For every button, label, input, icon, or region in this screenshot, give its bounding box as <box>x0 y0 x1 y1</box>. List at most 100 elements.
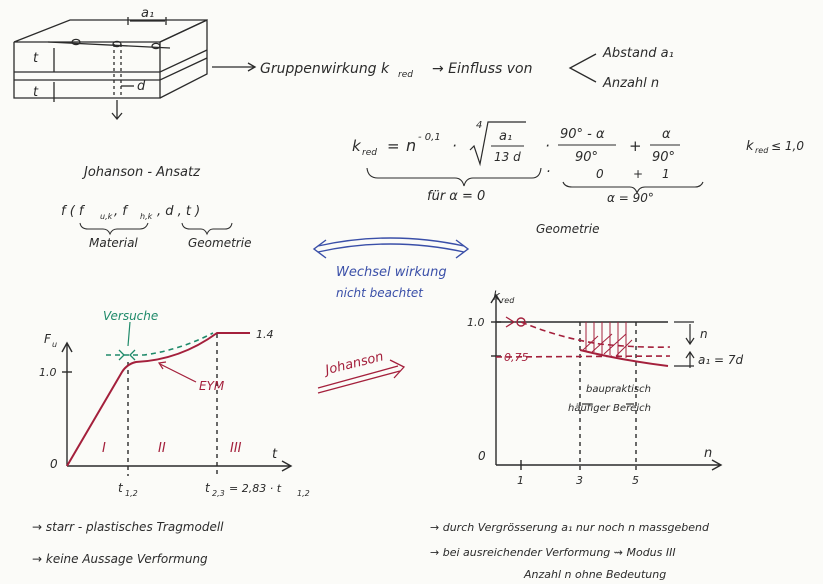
left-x-tick-2: t <box>205 481 211 495</box>
kred-upper-curve <box>520 321 671 348</box>
left-y-axis-arrow <box>61 341 73 353</box>
left-y-label: F <box>44 332 52 346</box>
n-dim-head <box>685 337 695 346</box>
left-origin: 0 <box>50 457 58 471</box>
frac2-denominator: 90° <box>652 150 675 165</box>
block-side-face <box>159 18 208 99</box>
interaction-line-2: nicht beachtet <box>336 286 424 300</box>
root-denominator: 13 d <box>494 150 521 164</box>
kred-075-line <box>495 355 671 358</box>
root-numerator: a₁ <box>499 129 512 144</box>
right-kred-chart <box>490 293 723 472</box>
bullet-left-2: → keine Aussage Verformung <box>32 552 208 566</box>
johanson-arrow <box>317 359 406 394</box>
region-I: I <box>102 441 106 456</box>
tests-label: Versuche <box>103 309 158 323</box>
eym-label: EYM <box>199 379 225 393</box>
left-load-thickness-chart <box>61 321 293 476</box>
case2-brace <box>562 181 704 195</box>
kred-solid-curve <box>579 349 669 367</box>
right-y-tick-mid-label: 0,75 <box>504 351 529 364</box>
bullet-right-2: → bei ausreichender Verformung ⇝ Modus I… <box>430 546 676 559</box>
kred-start-arrow <box>505 316 516 328</box>
frac1-numerator: 90° - α <box>560 127 605 142</box>
left-x-tick-1-sub: 1,2 <box>125 489 138 498</box>
bullet-right-2-cont: Anzahl n ohne Bedeutung <box>523 568 666 581</box>
frac2-numerator: α <box>662 127 671 142</box>
row2-dot: · <box>546 164 550 180</box>
member-joint-line-2 <box>14 57 208 81</box>
left-y-tick-label: 1.0 <box>39 366 57 379</box>
geometry-note: Geometrie <box>536 222 599 236</box>
right-origin: 0 <box>478 449 486 463</box>
left-top-value: 1.4 <box>256 328 274 341</box>
johanson-func-b-sub: h,k <box>140 212 153 221</box>
k-red-formula: k red = n - 0,1 · 4 a₁ 13 d · 90° - α 90… <box>352 120 804 236</box>
block-to-label-arrowhead <box>247 62 257 72</box>
left-x-tick-2-rest: = 2,83 · t <box>229 482 282 495</box>
block-front-face <box>13 42 161 99</box>
limit-rest: ≤ 1,0 <box>771 139 804 153</box>
johanson-arrow-label: Johanson <box>321 349 385 379</box>
geometry-label: Geometrie <box>188 236 251 250</box>
root-index: 4 <box>476 120 482 131</box>
frac1-denominator: 90° <box>575 150 598 165</box>
right-y-tick-top-label: 1.0 <box>467 316 485 329</box>
formula-equals: = <box>387 137 400 155</box>
formula-n-base: n <box>406 136 416 155</box>
johanson-title: Johanson - Ansatz <box>81 165 201 180</box>
formula-n-exponent: - 0,1 <box>418 132 441 143</box>
formula-dot-2: · <box>545 137 550 155</box>
spacing-dimension-ticks <box>127 17 167 25</box>
range-line-2: häufiger Bereich <box>568 403 651 414</box>
tests-pointer <box>127 321 131 347</box>
group-effect-sub: red <box>398 70 413 80</box>
left-x-label: t <box>272 447 278 462</box>
left-x-tick-2-rest-sub: 1,2 <box>297 489 310 498</box>
limit-k-sub: red <box>755 146 769 155</box>
case2-label: α = 90° <box>607 191 654 205</box>
dowel-head-2 <box>112 40 122 48</box>
eym-curve <box>66 332 250 467</box>
right-x-label: n <box>704 446 712 461</box>
formula-plus: + <box>629 137 642 155</box>
right-n-label: n <box>700 327 708 341</box>
region-III: III <box>230 441 242 456</box>
hatched-range <box>582 322 633 358</box>
influence-item-1: Abstand a₁ <box>602 46 674 61</box>
left-x-tick-2-sub: 2,3 <box>212 489 225 498</box>
right-x-tick-label-1: 1 <box>517 474 524 487</box>
johanson-func: f ( f <box>61 204 86 219</box>
johanson-func-sep: , f <box>114 204 129 219</box>
formula-lhs-sub: red <box>362 148 377 158</box>
kred-start-point <box>516 317 526 327</box>
right-y-label: k <box>493 289 501 303</box>
johanson-func-a-sub: u,k <box>100 212 113 221</box>
a1-dim-head <box>685 350 695 359</box>
group-effect-label: Gruppenwirkung k <box>260 61 390 77</box>
block-top-face <box>13 19 208 43</box>
case1-label: für α = 0 <box>427 189 485 204</box>
root-sign <box>469 121 526 167</box>
right-y-label-sub: red <box>501 296 515 305</box>
eym-pointer <box>159 363 197 383</box>
interaction-line-1: Wechsel wirkung <box>336 265 447 280</box>
bullet-left-1: → starr - plastisches Tragmodell <box>32 520 224 534</box>
left-y-label-sub: u <box>52 340 57 349</box>
thickness-label-2: t <box>33 85 39 100</box>
row2-zero: 0 <box>596 167 604 181</box>
influence-brace <box>568 53 597 83</box>
region-II: II <box>158 441 166 456</box>
left-x-tick-1: t <box>118 481 124 495</box>
bullet-right-1: → durch Vergrösserung a₁ nur noch n mass… <box>430 521 710 534</box>
eym-pointer-head <box>157 361 167 370</box>
row2-plus: + <box>633 167 643 181</box>
left-x-axis-arrow <box>281 460 293 472</box>
dowel-row-line <box>47 41 171 49</box>
formula-dot-1: · <box>452 137 457 155</box>
material-label: Material <box>89 236 138 250</box>
johanson-func-rest: , d , t ) <box>157 204 200 219</box>
formula-lhs: k <box>352 137 362 155</box>
tests-curve <box>106 332 214 356</box>
